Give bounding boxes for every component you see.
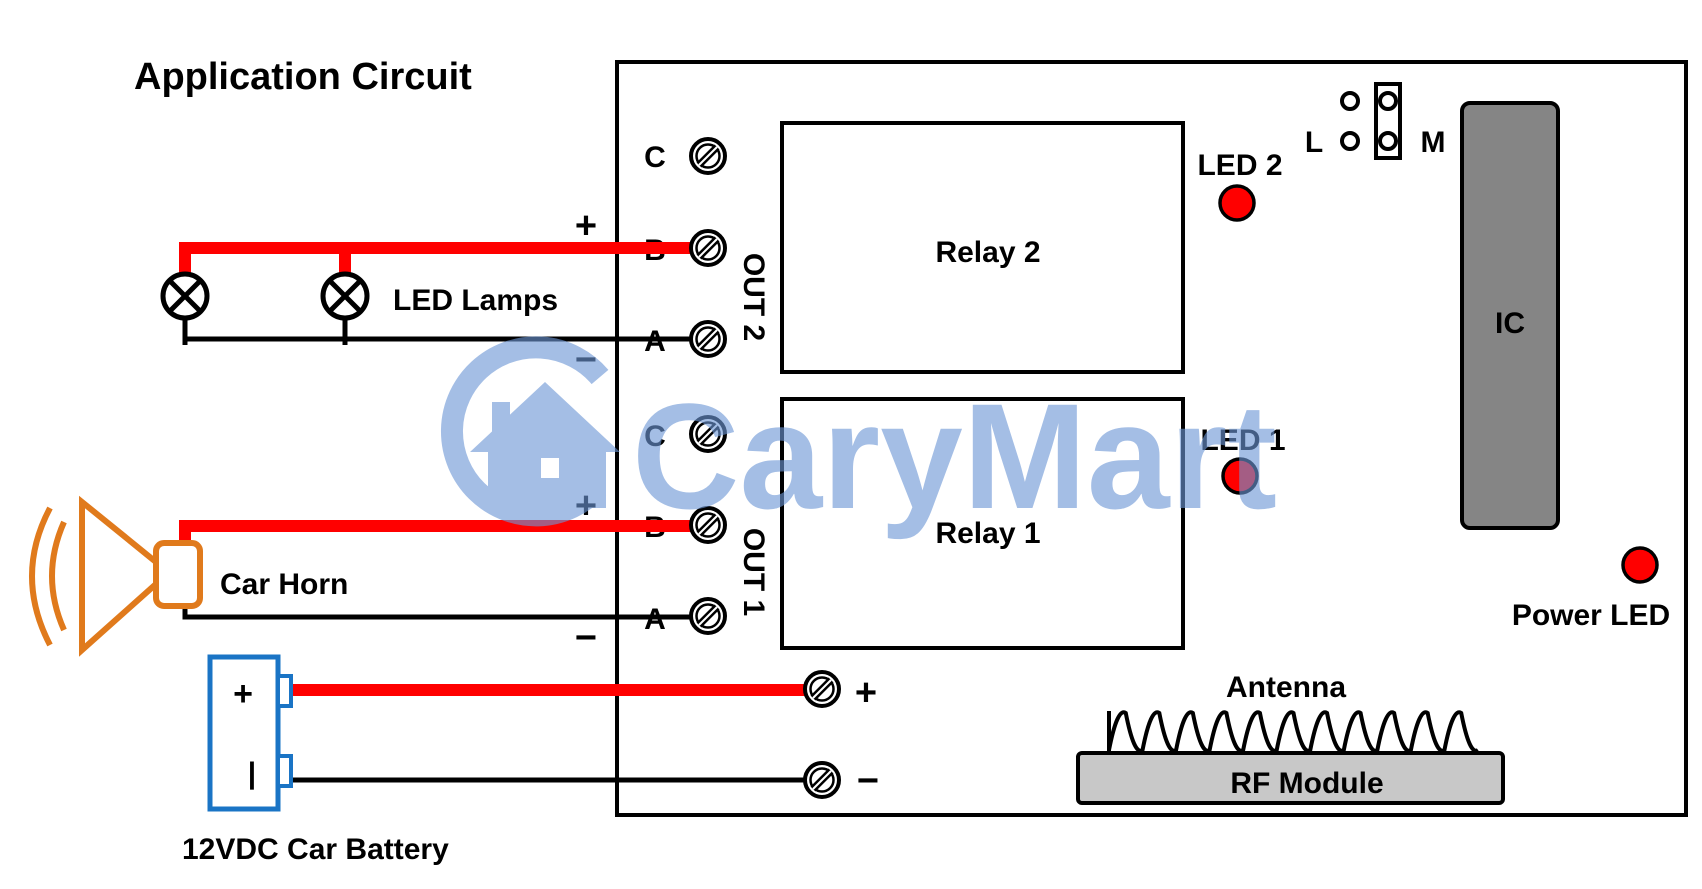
lamps-positive-wire <box>179 242 700 280</box>
power-minus-sign: − <box>857 760 879 802</box>
power-positive-screw <box>805 672 839 706</box>
out2-terminal-c-label: C <box>644 141 666 174</box>
antenna-label: Antenna <box>1226 671 1346 704</box>
watermark-ring <box>440 336 609 527</box>
led1-label: LED 1 <box>1200 424 1285 457</box>
battery-label: 12VDC Car Battery <box>182 833 449 866</box>
relay-1-label: Relay 1 <box>935 517 1040 550</box>
ic-label: IC <box>1495 307 1525 340</box>
antenna-icon <box>1107 710 1480 753</box>
lamps-label: LED Lamps <box>393 284 558 317</box>
out2-terminal-a-screw <box>691 322 725 356</box>
out1-minus-sign: − <box>575 617 597 659</box>
watermark-text: CaryMart <box>632 372 1277 540</box>
out1-terminal-a-screw <box>691 599 725 633</box>
battery-icon <box>207 654 293 812</box>
relay-2 <box>780 121 1185 374</box>
watermark-house-icon <box>470 382 620 508</box>
jumper-l-label: L <box>1305 126 1323 159</box>
watermark-chimney <box>492 402 510 432</box>
out2-terminal-b-screw <box>691 231 725 265</box>
led2-indicator <box>1218 184 1256 222</box>
horn-negative-wire <box>182 607 700 620</box>
rf-module <box>1076 751 1505 805</box>
jumper-pin <box>1340 91 1360 111</box>
controller-board <box>615 60 1688 817</box>
battery-plus-sign: + <box>233 675 253 713</box>
jumper-pin <box>1378 91 1398 111</box>
power-negative-screw <box>805 763 839 797</box>
out1-terminal-c-label: C <box>644 420 666 453</box>
lamps-negative-wire <box>182 336 700 345</box>
lamp-1-icon <box>163 274 207 318</box>
lamp-2-icon <box>323 274 367 318</box>
jumper-m-label: M <box>1421 126 1446 159</box>
power-led-label: Power LED <box>1512 599 1670 632</box>
out2-terminal-c-screw <box>691 139 725 173</box>
led1-indicator <box>1221 457 1259 495</box>
car-horn-icon <box>29 495 203 657</box>
power-led-indicator <box>1621 546 1659 584</box>
out1-label: OUT 1 <box>737 528 770 616</box>
horn-label: Car Horn <box>220 568 348 601</box>
out2-plus-sign: + <box>575 205 597 247</box>
led2-label: LED 2 <box>1197 149 1282 182</box>
relay-2-label: Relay 2 <box>935 236 1040 269</box>
battery-minus-sign: | <box>248 757 256 790</box>
rf-module-label: RF Module <box>1230 767 1383 800</box>
watermark: CaryMart <box>440 336 1277 540</box>
power-plus-sign: + <box>855 672 877 714</box>
watermark-window <box>541 458 559 478</box>
horn-positive-wire <box>179 520 700 540</box>
relay-1 <box>780 397 1185 650</box>
out2-label: OUT 2 <box>737 253 770 341</box>
page-title: Application Circuit <box>134 56 472 98</box>
jumper-pin <box>1340 131 1360 151</box>
jumper-pin <box>1378 131 1398 151</box>
ic-chip <box>1460 101 1560 530</box>
